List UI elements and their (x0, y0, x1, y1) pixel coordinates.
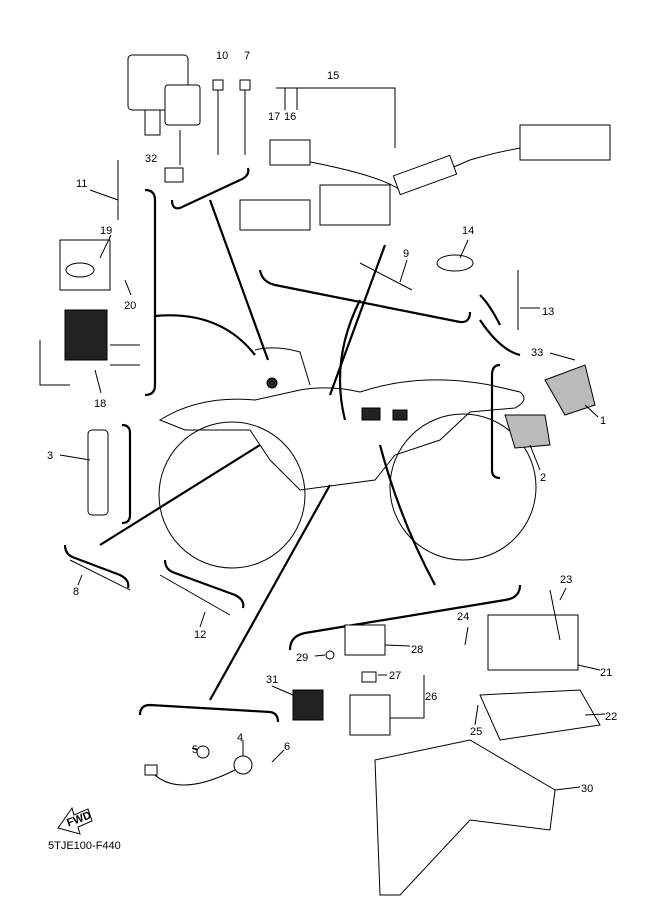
label-12: 12 (194, 629, 206, 641)
part-4-lead (149, 769, 236, 786)
label-1: 1 (600, 415, 606, 427)
label-33: 33 (531, 347, 543, 359)
label-11: 11 (76, 178, 87, 190)
label-17: 17 (268, 111, 280, 123)
label-14: 14 (462, 225, 474, 237)
part-19-bracket (59, 239, 111, 291)
part-labels: 10 7 15 17 16 32 11 19 20 18 14 9 13 33 … (47, 50, 617, 795)
part-1-relay (544, 364, 596, 416)
part-29-bolt (325, 650, 335, 660)
label-3: 3 (47, 450, 53, 462)
part-2-cover (504, 414, 551, 449)
label-16: 16 (284, 111, 296, 123)
part-31-relay (292, 689, 324, 721)
part-3-coil (87, 429, 109, 516)
part-22-pad (479, 689, 601, 741)
label-7: 7 (244, 50, 250, 62)
label-15: 15 (327, 70, 339, 82)
part-5-oring (196, 745, 210, 759)
label-4: 4 (237, 732, 243, 744)
label-2: 2 (540, 472, 546, 484)
part-8-tie (69, 559, 131, 591)
label-8: 8 (73, 586, 79, 598)
label-10: 10 (216, 50, 228, 62)
fwd-arrow-icon: FWD (57, 806, 93, 835)
label-19: 19 (100, 225, 112, 237)
part-32-connector (164, 167, 184, 183)
part-14-band (436, 254, 474, 272)
label-31: 31 (266, 674, 278, 686)
part-4-sensor (233, 755, 253, 775)
part-23-band (549, 589, 561, 641)
part-26-relay (349, 694, 391, 736)
label-13: 13 (542, 306, 554, 318)
label-21: 21 (600, 667, 612, 679)
part-32-box (164, 84, 201, 126)
group-brackets (63, 167, 522, 723)
motorcycle-outline (158, 347, 537, 569)
label-5: 5 (192, 744, 198, 756)
label-27: 27 (389, 670, 401, 682)
label-23: 23 (560, 574, 572, 586)
part-18-rectifier (64, 309, 108, 361)
part-28-cover (344, 624, 386, 656)
label-6: 6 (284, 741, 290, 753)
part-27-fuse (361, 671, 377, 683)
part-9-tie (359, 262, 413, 291)
part-21-battery (487, 614, 579, 671)
label-9: 9 (403, 248, 409, 260)
label-20: 20 (124, 300, 136, 312)
label-32: 32 (145, 153, 157, 165)
part-12-tie (159, 574, 231, 616)
part-30-box (374, 739, 556, 896)
label-29: 29 (296, 652, 308, 664)
label-28: 28 (411, 644, 423, 656)
label-30: 30 (581, 783, 593, 795)
diagram-code: 5TJE100-F440 (48, 840, 121, 852)
label-25: 25 (470, 726, 482, 738)
label-26: 26 (425, 691, 437, 703)
label-24: 24 (457, 611, 469, 623)
label-18: 18 (94, 398, 106, 410)
parts (39, 54, 611, 896)
label-22: 22 (605, 711, 617, 723)
leader-lines (59, 87, 606, 791)
